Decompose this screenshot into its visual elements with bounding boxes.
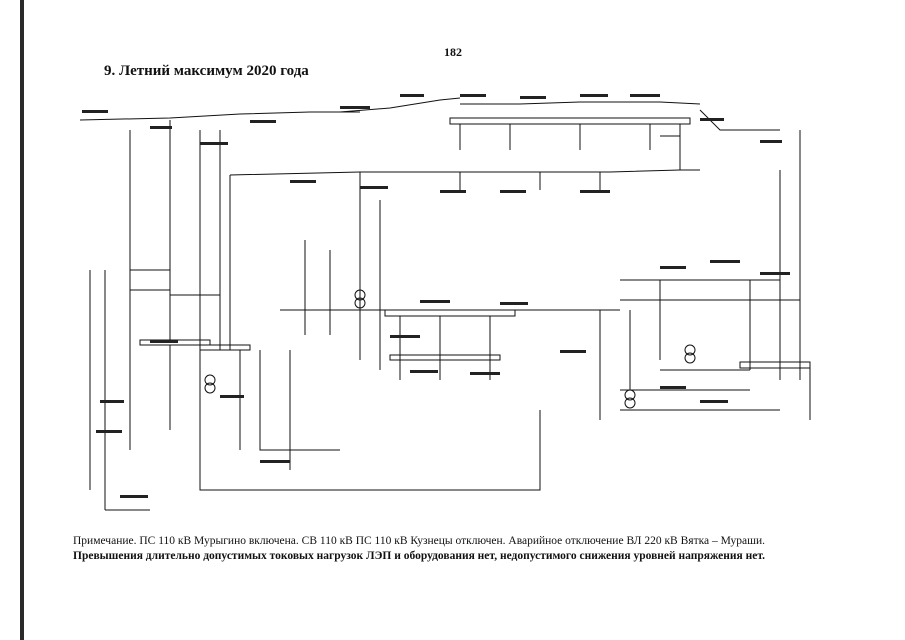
feeder-line-mid-upper [229, 169, 700, 176]
transformer-2 [624, 389, 636, 401]
label-mark [150, 340, 178, 343]
feeder-line-top-left [79, 111, 360, 121]
label-mark [390, 335, 420, 338]
label-mark [700, 118, 724, 121]
label-mark [420, 300, 450, 303]
page-margin [0, 0, 20, 640]
label-mark [760, 272, 790, 275]
label-mark [220, 395, 244, 398]
power-grid-schematic [79, 94, 811, 511]
label-mark [290, 180, 316, 183]
label-mark [100, 400, 124, 403]
label-mark [460, 94, 486, 97]
feeder-line-top-mid [339, 97, 461, 113]
label-mark [580, 190, 610, 193]
transformer-1b [354, 297, 366, 309]
label-mark [200, 142, 228, 145]
bus-bar-center-low [389, 354, 501, 361]
label-mark [470, 372, 500, 375]
label-mark [630, 94, 660, 97]
transformer-1 [354, 289, 366, 301]
document-title: 9. Летний максимум 2020 года [104, 63, 309, 79]
transformer-4 [204, 374, 216, 386]
label-mark [560, 350, 586, 353]
label-mark [82, 110, 108, 113]
label-mark [500, 302, 528, 305]
label-mark [580, 94, 608, 97]
label-mark [520, 96, 546, 99]
bus-bar-center [384, 309, 516, 317]
diagram-note-line-2: Превышения длительно допустимых токовых … [73, 550, 766, 562]
bus-bar-left-2 [199, 344, 251, 351]
transformer-2b [624, 397, 636, 409]
label-mark [760, 140, 782, 143]
label-mark [340, 106, 370, 109]
label-mark [260, 460, 290, 463]
label-mark [250, 120, 276, 123]
label-mark [120, 495, 148, 498]
label-mark [700, 400, 728, 403]
transformer-3b [684, 352, 696, 364]
label-mark [360, 186, 388, 189]
label-mark [400, 94, 424, 97]
diagram-note-line-1: Примечание. ПС 110 кВ Мурыгино включена.… [73, 535, 766, 547]
label-mark [660, 386, 686, 389]
feeder-line-top-right [460, 101, 701, 105]
label-mark [150, 126, 172, 129]
label-mark [660, 266, 686, 269]
transformer-3 [684, 344, 696, 356]
bottom-loop-2 [259, 350, 340, 451]
label-mark [710, 260, 740, 263]
scan-edge-bar [20, 0, 24, 640]
bus-bar-top [449, 117, 691, 125]
label-mark [96, 430, 122, 433]
label-mark [410, 370, 438, 373]
bus-bar-right [739, 361, 811, 369]
label-mark [440, 190, 466, 193]
page-number: 182 [444, 45, 462, 59]
transformer-4b [204, 382, 216, 394]
bottom-loop-1 [199, 350, 541, 491]
label-mark [500, 190, 526, 193]
